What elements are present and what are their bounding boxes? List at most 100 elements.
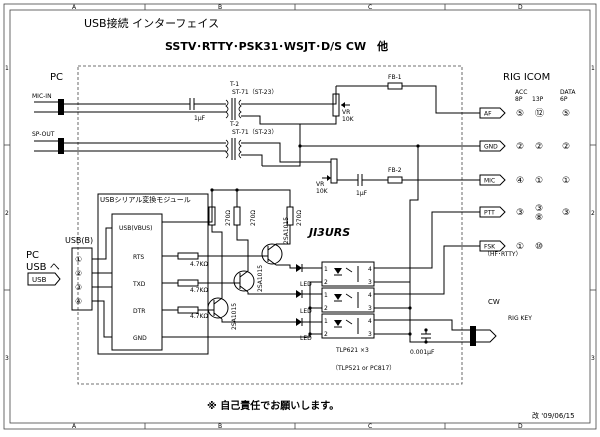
rig-pin-data: ③ [562, 208, 570, 218]
opto-pin-r2: 3 [368, 279, 372, 286]
rig-signal-label: PTT [484, 210, 495, 217]
opto-pin-l6: 2 [324, 331, 328, 338]
ferrite-bead-fb2 [387, 176, 403, 184]
opto-pin-r3: 4 [368, 292, 372, 299]
usb-b-pin-2: ② [75, 269, 82, 278]
rig-title: RIG ICOM [503, 72, 550, 83]
q1-part: 2SA1015 [283, 217, 290, 244]
usb-tag-label: USB [32, 276, 47, 284]
wire-q1-collector [276, 264, 296, 269]
resistor-r-base-2 [177, 279, 199, 287]
transformer-t1 [225, 98, 242, 120]
pc-label: PC [50, 72, 63, 83]
q3-part: 2SA1015 [231, 303, 238, 330]
frame-row-2-right: 2 [591, 210, 595, 217]
transistor-q3 [207, 297, 229, 320]
opto-pin-r5: 4 [368, 318, 372, 325]
frame-col-b-bottom: B [218, 423, 222, 430]
wire-ptt [374, 211, 480, 269]
frame-col-c-bottom: C [368, 423, 372, 430]
wire-q2-collector [247, 292, 296, 295]
rig-pin-acc: ⑤ [516, 109, 524, 119]
chip-vbus-label: USB(VBUS) [119, 225, 152, 232]
frame-row-labels: 1 2 3 1 2 3 [5, 65, 595, 362]
junction-return-gnd [416, 144, 420, 148]
rig-pin-acc: ① [516, 242, 524, 252]
frame-row-3-left: 3 [5, 355, 9, 362]
junction-return-2 [408, 306, 412, 310]
c2-value: 1μF [356, 190, 368, 197]
junction-return-3 [408, 332, 412, 336]
frame-col-labels: A B C D A B C D [72, 4, 523, 430]
ferrite-bead-fb1 [387, 82, 403, 90]
junction-gnd-opto2 [308, 306, 312, 310]
opto-alt-part: （TLP521 or PC817） [332, 365, 395, 372]
rig-signal-tag [479, 140, 506, 152]
rig-pin-p13: ⑧ [535, 213, 543, 223]
frame-row-2-left: 2 [5, 210, 9, 217]
author-callsign: JI3URS [307, 226, 350, 239]
c1-value: 1μF [194, 115, 206, 122]
fb1-label: FB-1 [388, 74, 402, 81]
wire-usb-vbus [92, 227, 112, 260]
usb-b-label: USB(B) [65, 236, 93, 245]
fsk-note: （HF･RTTY） [484, 251, 522, 258]
frame-col-d-bottom: D [518, 423, 523, 430]
pc-usb-label-line2: USB へ [26, 262, 60, 273]
q2-part: 2SA1015 [257, 265, 264, 292]
t2-type: ST-71（ST-23） [232, 129, 277, 136]
r-base-3-value: 4.7KΩ [190, 313, 208, 320]
capacitor-c2 [357, 174, 363, 186]
wire-q2-emitter [236, 225, 249, 271]
junction-gnd-opto3 [308, 332, 312, 336]
variable-resistor-vr2 [322, 158, 338, 184]
rig-signal-tag [479, 206, 506, 218]
vr1-value: 10K [342, 116, 355, 123]
wire-t1-secondary-return [241, 115, 337, 125]
rig-pin-acc: ③ [516, 208, 524, 218]
rig-signal-label: MIC [484, 178, 495, 185]
t1-label: T-1 [229, 81, 239, 88]
opto-pin-l4: 2 [324, 305, 328, 312]
vr1-label: VR [342, 109, 350, 116]
led-1 [296, 264, 322, 272]
optocoupler-u3 [321, 313, 375, 339]
capacitor-c3 [421, 330, 431, 342]
wire-q3-collector [221, 319, 296, 323]
rig-signal-label: GND [484, 144, 498, 151]
usb-serial-chip [111, 213, 163, 351]
rig-pin-data: ② [562, 142, 570, 152]
cw-label: CW [488, 298, 500, 306]
r-base-2-value: 4.7KΩ [190, 287, 208, 294]
junction-vbus-1 [235, 188, 239, 192]
chip-pin-rts: RTS [133, 254, 144, 261]
wire-q3-emitter [211, 225, 223, 298]
rig-col-13p: 13P [532, 96, 544, 103]
frame-col-a-bottom: A [72, 423, 77, 430]
junction-gnd [298, 144, 302, 148]
wire-cw-key [374, 319, 470, 331]
frame-col-c-top: C [368, 4, 372, 11]
rig-pin-acc: ② [516, 142, 524, 152]
opto-pin-r6: 3 [368, 331, 372, 338]
mic-in-jack [34, 99, 64, 115]
rig-signal-tag [479, 240, 506, 252]
wire-q1-emitter [276, 225, 291, 245]
revision-date: 改 '09/06/15 [532, 411, 575, 420]
rig-pin-p13: ① [535, 176, 543, 186]
wire-usb-gnd [92, 300, 112, 338]
usb-b-pin-3: ③ [75, 283, 82, 292]
junction-c3-top [424, 328, 428, 332]
resistor-r-pull-2 [233, 206, 241, 226]
wire-gnd-return [162, 281, 322, 338]
rig-signal-tag [479, 107, 506, 119]
frame-col-a-top: A [72, 4, 77, 11]
pc-usb-label-line1: PC [26, 250, 39, 261]
frame-row-3-right: 3 [591, 355, 595, 362]
wire-fsk [374, 245, 480, 295]
usb-module-label: USBシリアル変換モジュール [100, 195, 191, 204]
r-pull-3-value: 270Ω [296, 210, 303, 226]
